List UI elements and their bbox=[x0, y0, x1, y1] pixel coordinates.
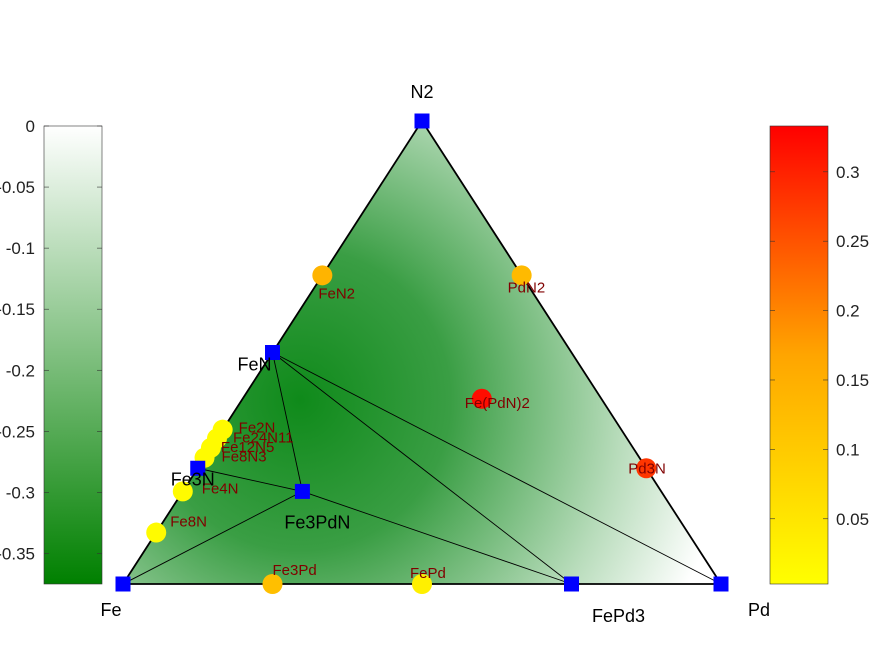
energy-colorbar-tick-label: -0.2 bbox=[6, 361, 35, 380]
tie-line-fen-n2 bbox=[271, 120, 423, 353]
unstable-phase-fe12n5-label: Fe12N5 bbox=[221, 439, 274, 456]
unstable-phase-pd3n-marker[interactable] bbox=[636, 458, 657, 479]
energy-colorbar-tick-label: -0.35 bbox=[0, 544, 35, 563]
tie-line-fe-fe3pdn bbox=[122, 491, 303, 585]
unstable-phase-fe-pdn-2-label: Fe(PdN)2 bbox=[465, 395, 530, 412]
unstable-phase-fe4n-label: Fe4N bbox=[202, 480, 239, 497]
unstable-phase-fe2n-label: Fe2N bbox=[239, 420, 276, 437]
unstable-phase-pdn2-label: PdN2 bbox=[508, 279, 546, 296]
unstable-phase-fe4n-marker[interactable] bbox=[172, 481, 193, 502]
stable-phase-fe-label: Fe bbox=[100, 600, 121, 620]
tie-line-fen-fe3pdn bbox=[272, 352, 303, 492]
unstable-phase-pdn2-marker[interactable] bbox=[511, 265, 532, 286]
unstable-phase-fen2-marker[interactable] bbox=[312, 265, 333, 286]
stable-phase-pd-marker[interactable] bbox=[713, 576, 729, 592]
stable-phase-n2-marker[interactable] bbox=[414, 113, 430, 129]
ehull-colorbar-tick-label: 0.3 bbox=[836, 163, 860, 182]
stable-phase-fepd3-marker[interactable] bbox=[564, 576, 579, 592]
tie-line-fe3pdn-fepd3 bbox=[302, 490, 572, 585]
unstable-phase-fe-pdn-2-marker[interactable] bbox=[471, 388, 492, 409]
stable-phase-fepd3-label: FePd3 bbox=[592, 606, 645, 626]
energy-colorbar-fill bbox=[43, 125, 103, 585]
ehull-colorbar-tick-label: 0.1 bbox=[836, 440, 860, 459]
unstable-phase-fe3pd-marker[interactable] bbox=[262, 574, 283, 594]
stable-phase-pd-label: Pd bbox=[748, 600, 770, 620]
unstable-phase-fe3pd-label: Fe3Pd bbox=[273, 562, 317, 579]
stable-phase-fe3n-label: Fe3N bbox=[171, 469, 215, 489]
energy-colorbar-tick-label: 0 bbox=[26, 117, 35, 136]
ehull-colorbar-tick-label: 0.05 bbox=[836, 510, 869, 529]
stable-phase-fe3pdn-label: Fe3PdN bbox=[284, 512, 350, 532]
ehull-colorbar: 0.05 0.1 0.15 0.2 0.25 0.3 bbox=[769, 125, 869, 585]
stable-phase-n2-label: N2 bbox=[410, 82, 433, 102]
tie-line-n2-pd bbox=[421, 120, 722, 585]
stable-phase-fen-label: FeN bbox=[238, 355, 272, 375]
triangle-shading bbox=[123, 121, 721, 584]
unstable-phase-fe8n-label: Fe8N bbox=[170, 514, 207, 531]
unstable-phase-fe8n3-label: Fe8N3 bbox=[222, 449, 267, 466]
unstable-phase-fe24n11-label: Fe24N11 bbox=[233, 429, 294, 446]
energy-colorbar-tick-label: -0.05 bbox=[0, 178, 35, 197]
ehull-colorbar-tick-label: 0.25 bbox=[836, 232, 869, 251]
unstable-phase-fepd-marker[interactable] bbox=[412, 574, 432, 594]
ternary-triangle bbox=[123, 121, 721, 584]
tie-line-fen-fepd3 bbox=[272, 352, 572, 585]
unstable-phase-pd3n-label: Pd3N bbox=[628, 460, 666, 477]
ehull-colorbar-fill bbox=[769, 125, 829, 585]
stable-phase-fe-marker[interactable] bbox=[115, 576, 131, 592]
ehull-colorbar-tick-label: 0.15 bbox=[836, 371, 869, 390]
energy-colorbar: 0 -0.05 -0.1 -0.15 -0.2 -0.25 -0.3 -0.35 bbox=[0, 117, 103, 585]
unstable-phase-fen2-label: FeN2 bbox=[318, 285, 355, 302]
tie-line-fe3n-fe3pdn bbox=[197, 467, 303, 492]
stable-phase-fe3n-marker[interactable] bbox=[190, 460, 206, 476]
energy-colorbar-tick-label: -0.1 bbox=[6, 239, 35, 258]
unstable-phase-fe8n-marker[interactable] bbox=[146, 522, 167, 543]
tie-line-fen-pd bbox=[272, 352, 722, 585]
stable-phases bbox=[115, 113, 729, 592]
energy-colorbar-tick-label: -0.3 bbox=[6, 483, 35, 502]
energy-colorbar-tick-label: -0.15 bbox=[0, 300, 35, 319]
unstable-phase-fepd-label: FePd bbox=[410, 565, 446, 582]
ehull-colorbar-tick-label: 0.2 bbox=[836, 302, 860, 321]
unstable-phases bbox=[146, 265, 657, 594]
stable-phase-fen-marker[interactable] bbox=[265, 345, 280, 360]
energy-colorbar-tick-label: -0.25 bbox=[0, 422, 35, 441]
stable-phase-fe3pdn-marker[interactable] bbox=[294, 483, 310, 499]
